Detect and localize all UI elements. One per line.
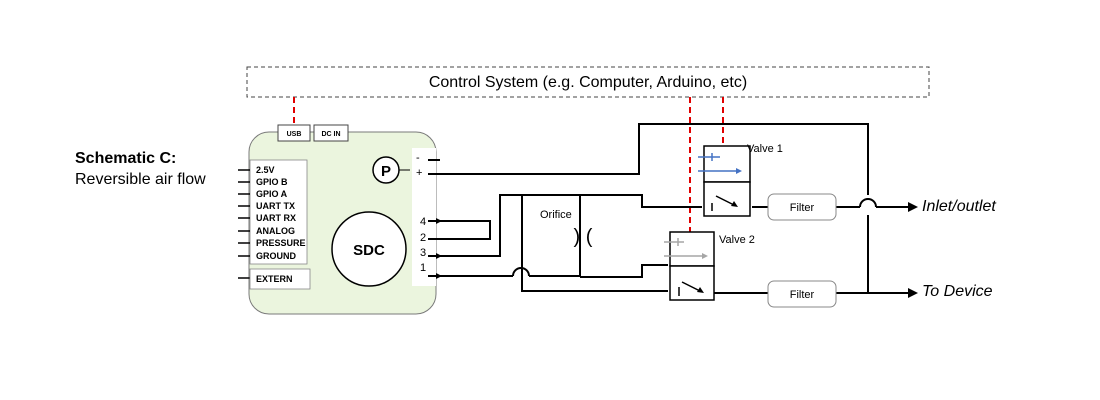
valve2-label: Valve 2 (719, 234, 755, 246)
pressure-sensor-label: P (381, 163, 391, 180)
orifice-label: Orifice (540, 209, 572, 221)
pin-label: 2.5V (256, 165, 275, 175)
control-system-label: Control System (e.g. Computer, Arduino, … (429, 74, 747, 91)
dc-in-port (313, 124, 349, 142)
port-column (412, 148, 436, 286)
schematic-subtitle: Reversible air flow (75, 171, 206, 188)
valve1-switch (711, 195, 735, 211)
valve1-switch-arrowhead (731, 201, 738, 207)
valve2-bottom-box (669, 265, 715, 301)
dc-in-label: DC IN (321, 131, 340, 138)
valve1-top-box (703, 145, 751, 183)
port-arrows (436, 218, 442, 279)
usb-port (277, 124, 311, 142)
to-device-label: To Device (922, 283, 993, 300)
filter-top-label: Filter (790, 202, 815, 214)
sdc-label: SDC (353, 242, 385, 259)
valve2-arrowhead (702, 253, 708, 259)
filter-bottom (767, 280, 837, 308)
control-system-box (246, 66, 930, 98)
pressure-plus-label: + (416, 167, 422, 179)
port-label: 3 (420, 247, 426, 259)
port-label: 2 (420, 232, 426, 244)
pin-label: ANALOG (256, 226, 295, 236)
inlet-outlet-label: Inlet/outlet (922, 198, 996, 215)
to-device-arrowhead (908, 288, 918, 298)
pin-label: GPIO A (256, 189, 288, 199)
signal-lines (293, 97, 724, 233)
pin-label: PRESSURE (256, 238, 306, 248)
valve2-top-box (669, 231, 715, 267)
pin-label: UART TX (256, 201, 295, 211)
port-label: 1 (420, 262, 426, 274)
valve1-bottom-box (703, 181, 751, 217)
extern-label: EXTERN (256, 274, 293, 284)
orifice-symbol: ) ( (574, 226, 593, 248)
pressure-minus-label: - (416, 152, 420, 164)
pin-label: UART RX (256, 213, 296, 223)
sdc-pump-icon (331, 211, 407, 287)
flow-lines (428, 123, 914, 294)
pin-label: GROUND (256, 251, 296, 261)
valve1-label: Valve 1 (747, 143, 783, 155)
valve1-arrows (698, 153, 740, 172)
pin-label: GPIO B (256, 177, 288, 187)
valve1-arrowhead (736, 168, 742, 174)
extern-box (249, 268, 311, 290)
valve2-switch-arrowhead (697, 287, 704, 293)
valve2-arrows (664, 238, 706, 257)
filter-bottom-label: Filter (790, 289, 815, 301)
pin-header (249, 159, 308, 265)
port-label: 4 (420, 216, 426, 228)
filter-top (767, 193, 837, 221)
schematic-title: Schematic C: (75, 150, 176, 167)
inlet-arrowhead (908, 202, 918, 212)
usb-label: USB (287, 131, 302, 138)
pin-stubs (238, 169, 250, 279)
valve2-switch (678, 281, 701, 296)
